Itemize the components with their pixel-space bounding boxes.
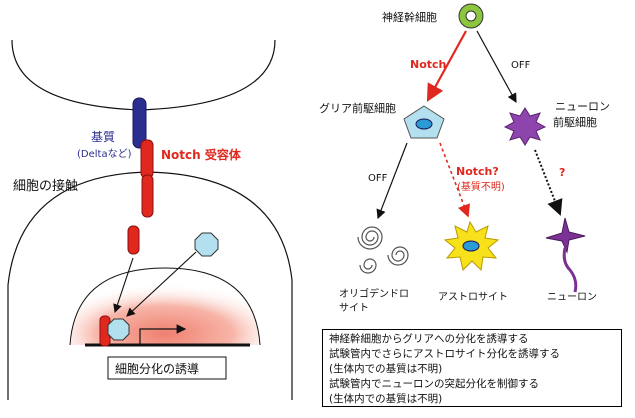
summary-box: 神経幹細胞からグリアへの分化を誘導する 試験管内でさらにアストロサイト分化を誘導… <box>322 329 622 407</box>
cofactor-arrow <box>126 251 197 317</box>
contact-label: 細胞の接触 <box>13 178 78 194</box>
edge-off-left-label: OFF <box>368 173 388 184</box>
nicd-arrow <box>113 257 134 314</box>
receptor-label: Notch 受容体 <box>161 147 242 162</box>
neuron-precursor-label-2: 前駆細胞 <box>553 115 597 129</box>
astro-label: アストロサイト <box>438 291 508 303</box>
oligo-label-2: サイト <box>339 302 369 314</box>
neuron-label: ニューロン <box>547 292 597 303</box>
ligand-subtitle: (Deltaなど) <box>77 148 132 160</box>
notch-edge <box>426 30 467 102</box>
neuron-q-edge <box>534 149 563 216</box>
summary-line: 試験管内でさらにアストロサイト分化を誘導する <box>329 348 560 360</box>
transcription-arrow <box>139 324 187 344</box>
neuron-precursor-label-1: ニューロン <box>555 100 610 113</box>
notch-receptor-extracellular <box>140 139 154 179</box>
nucleus-region <box>70 268 260 345</box>
neuron-precursor-icon <box>503 107 547 146</box>
nicd-fragment <box>127 225 140 255</box>
notch-receptor-intracellular <box>141 174 154 218</box>
off-edge-left <box>376 142 408 220</box>
summary-line: 試験管内でニューロンの突起分化を制御する <box>329 378 539 390</box>
neuron-icon <box>545 217 586 293</box>
summary-line: (生体内での基質は不明) <box>329 363 443 375</box>
glia-precursor-label: グリア前駆細胞 <box>319 101 396 115</box>
summary-line: (生体内での基質は不明) <box>329 393 443 405</box>
edge-notch-label: Notch <box>410 58 446 71</box>
root-label: 神経幹細胞 <box>382 10 437 24</box>
cofactor-nucleus <box>107 318 130 341</box>
oligodendrocyte-icon <box>357 226 409 274</box>
notch-q-edge <box>439 142 470 218</box>
edge-notch-q-label: Notch? <box>456 165 499 178</box>
edge-notch-q-sub: (基質不明) <box>457 180 505 193</box>
ligand-title: 基質 <box>91 129 115 144</box>
edge-q-label: ? <box>559 166 565 179</box>
oligo-label-1: オリゴデンドロ <box>339 287 409 300</box>
cofactor-cytoplasm <box>194 232 219 257</box>
summary-line: 神経幹細胞からグリアへの分化を誘導する <box>329 333 529 345</box>
edge-off-top-label: OFF <box>511 60 531 71</box>
induction-box <box>107 356 227 380</box>
delta-ligand <box>132 97 147 149</box>
off-edge-top <box>476 30 517 104</box>
induction-label: 細胞分化の誘導 <box>115 362 199 376</box>
